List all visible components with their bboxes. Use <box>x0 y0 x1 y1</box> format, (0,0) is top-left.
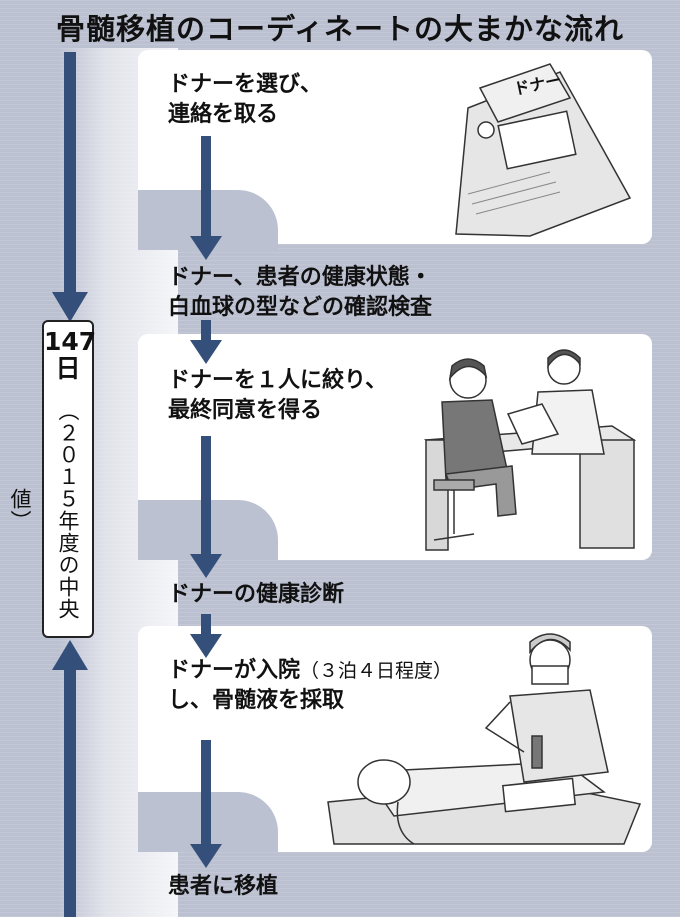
step-hospitalization: ドナーが入院（３泊４日程度） し、骨髄液を採取 <box>168 656 452 716</box>
consultation-illustration <box>423 349 637 551</box>
duration-unit: 日 <box>55 354 81 383</box>
diagram-title: 骨髄移植のコーディネートの大まかな流れ <box>56 12 624 46</box>
step-hospitalization-line2: し、骨髄液を採取 <box>168 688 345 713</box>
step-health-check: ドナー、患者の健康状態・ 白血球の型などの確認検査 <box>168 265 433 320</box>
step-arrow <box>190 740 222 868</box>
step-final-consent: ドナーを１人に絞り、 最終同意を得る <box>168 368 388 423</box>
timeline-arrow-up <box>52 640 88 917</box>
step-medical-exam: ドナーの健康診断 <box>168 582 345 607</box>
duration-box: 147 日 （２０１５年度の中央値） <box>8 320 96 638</box>
timeline-arrow-down <box>52 52 88 322</box>
step-arrow <box>190 136 222 260</box>
step-hospitalization-duration: （３泊４日程度） <box>300 660 453 682</box>
step-hospitalization-main: ドナーが入院 <box>168 658 301 683</box>
step-arrow <box>190 320 222 364</box>
duration-note: （２０１５年度の中央値） <box>8 400 80 620</box>
step-arrow <box>190 436 222 578</box>
step-select-donor: ドナーを選び、 連絡を取る <box>168 72 323 127</box>
duration-number: 147 <box>44 327 97 356</box>
step-transplant: 患者に移植 <box>168 874 279 899</box>
envelope-illustration: ドナー <box>455 63 632 237</box>
duration-days: 147 日 <box>44 328 96 383</box>
step-arrow <box>190 614 222 658</box>
harvest-illustration <box>327 633 642 845</box>
